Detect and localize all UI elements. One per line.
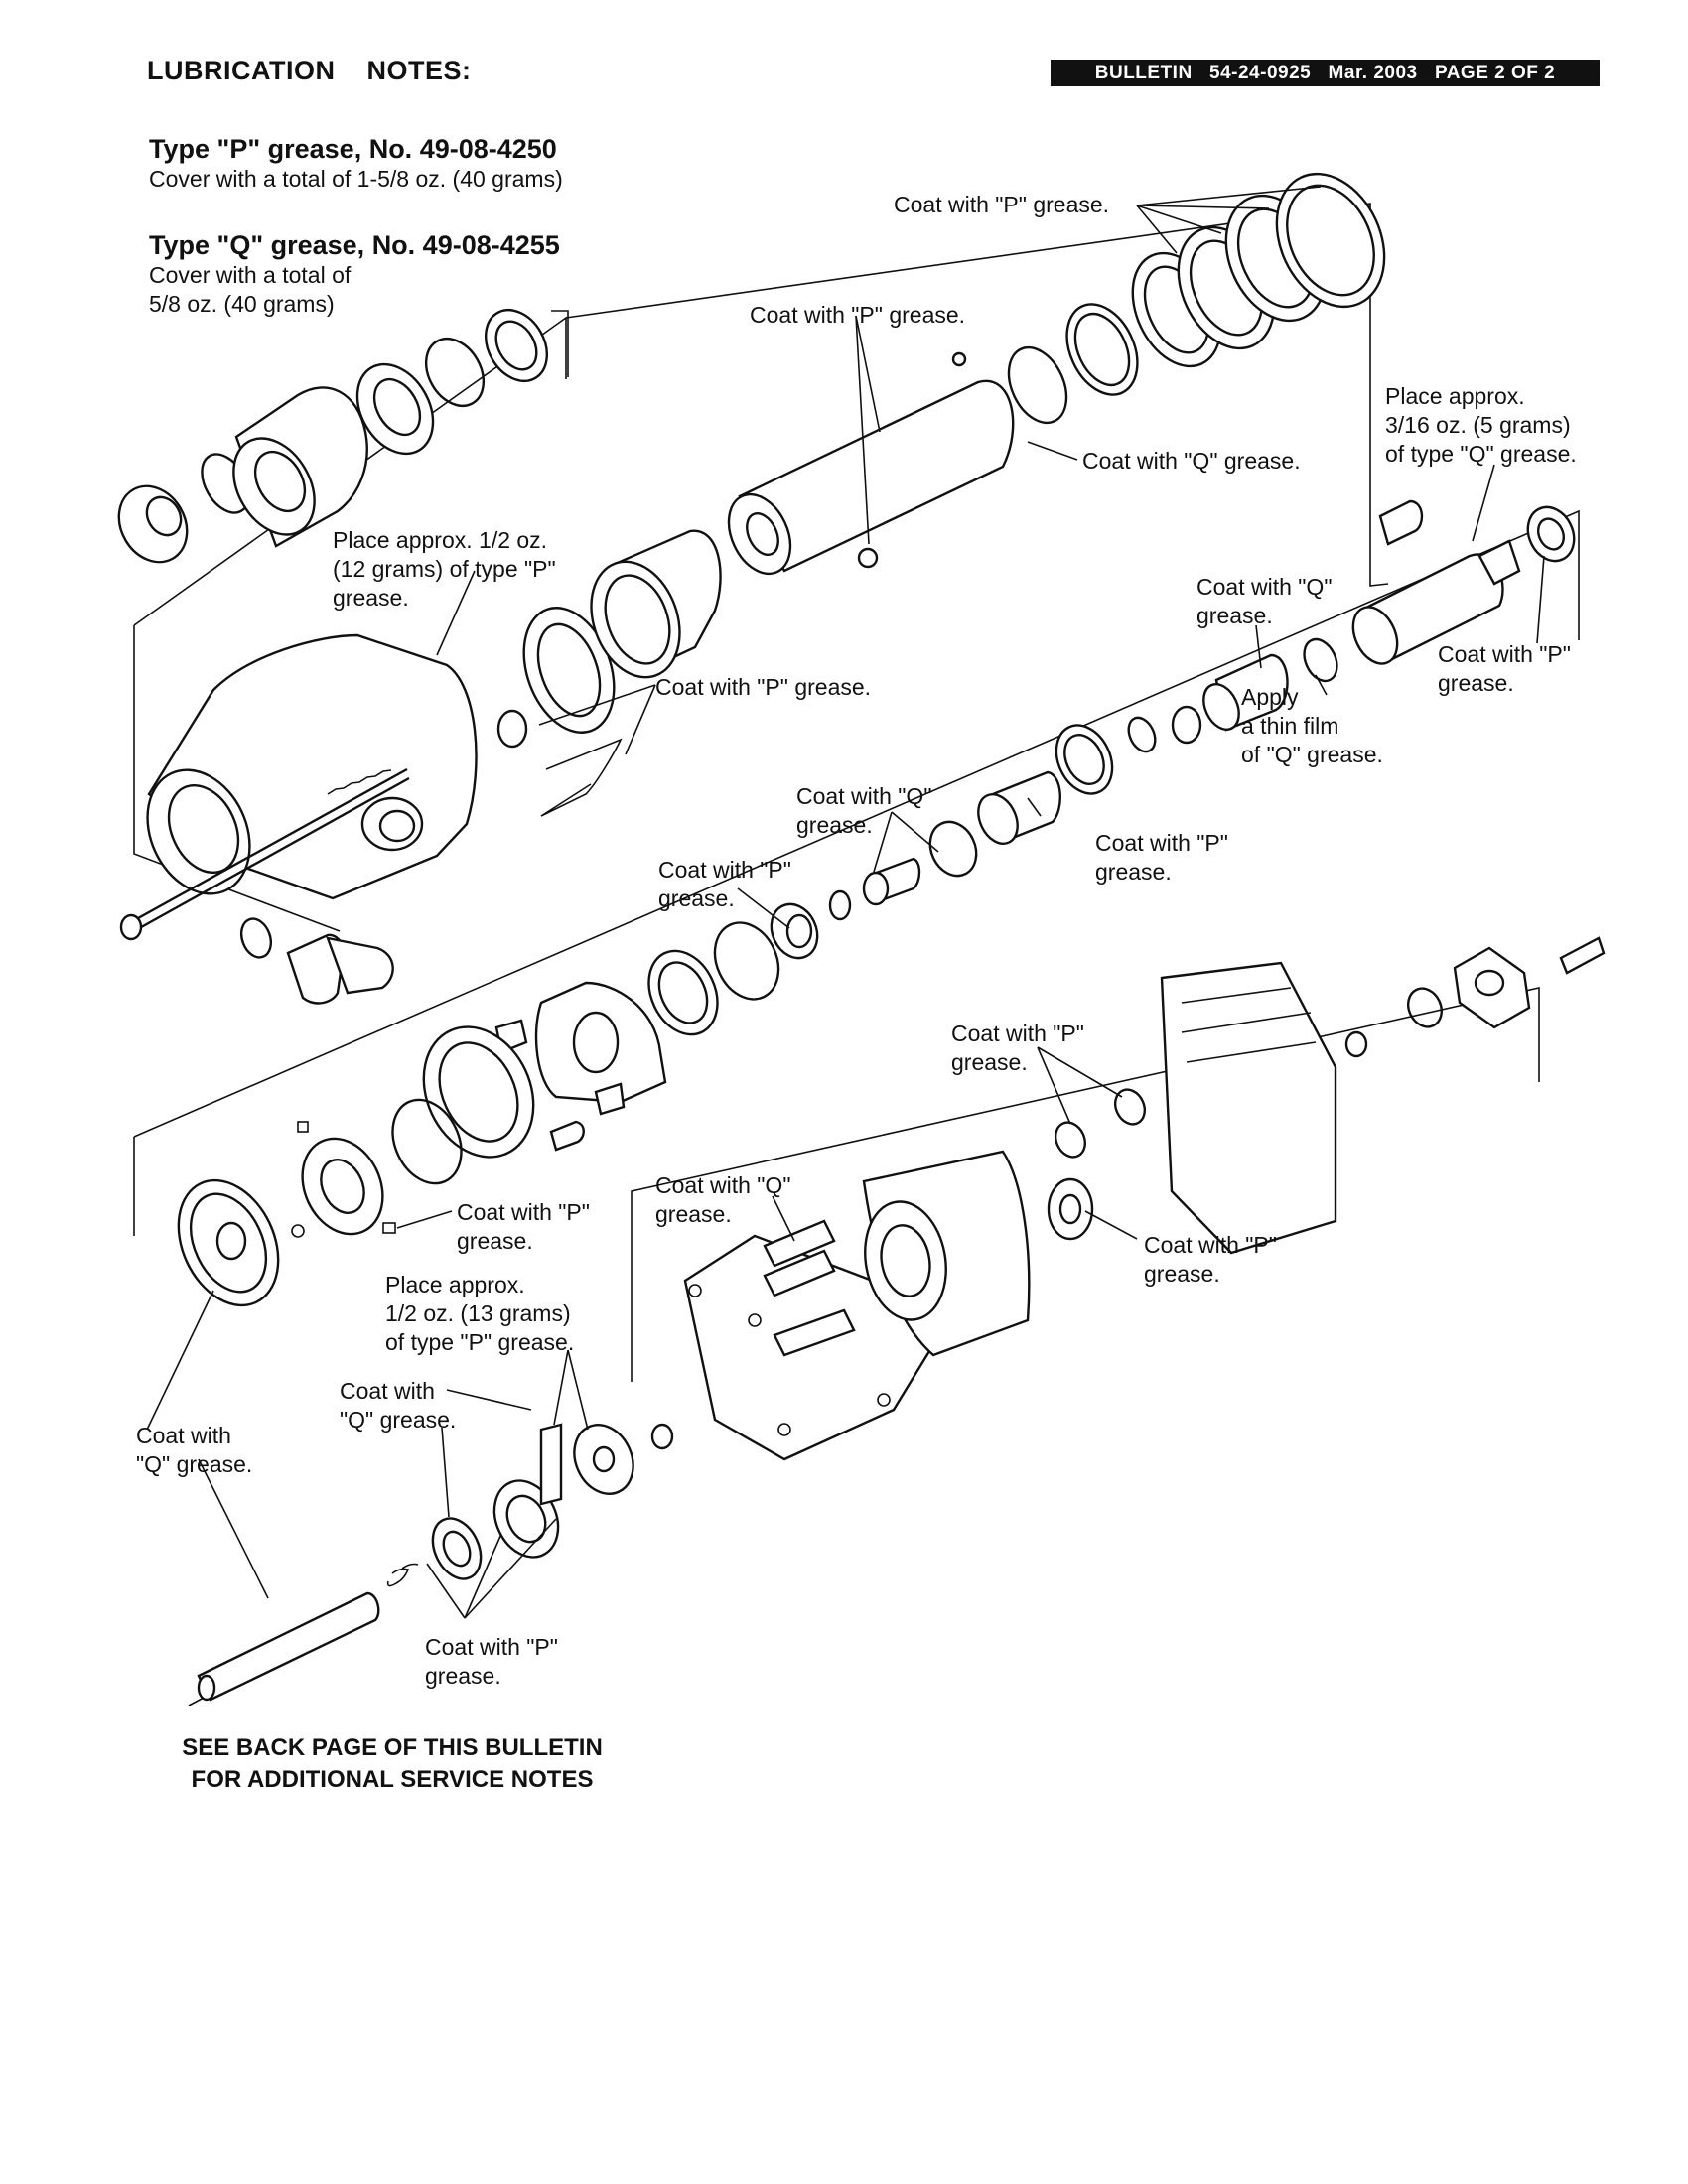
bulletin-badge: BULLETIN 54-24-0925 Mar. 2003 PAGE 2 OF … — [1051, 60, 1600, 86]
callout-needle-bearing: Coat with "P" grease. — [655, 674, 872, 700]
spindle-barrel — [496, 303, 1139, 817]
callout-ram-q: Coat with "Q" grease. — [1196, 574, 1333, 628]
callout-spindle-q: Coat with "Q" grease. — [136, 1423, 253, 1477]
spindle-group — [188, 1423, 674, 1706]
gear-housing — [119, 633, 478, 1005]
callout-striker-q: Coat with "Q" grease. — [796, 783, 932, 838]
callout-ring-stack: Coat with "P" grease. — [894, 192, 1110, 217]
footer-line-1: SEE BACK PAGE OF THIS BULLETIN — [182, 1734, 603, 1761]
motor-group — [683, 936, 1606, 1461]
piston-group — [1127, 499, 1576, 753]
callout-clutch-plate-p: Coat with "P" grease. — [457, 1199, 590, 1254]
callout-barrel-body: Coat with "Q" grease. — [1082, 448, 1301, 474]
callout-bearings-p: Coat with "P" grease. — [951, 1021, 1084, 1075]
callout-gear-grease: Place approx. 1/2 oz. (13 grams) of type… — [385, 1272, 575, 1355]
grease-type-q-desc-line-1: Cover with a total of — [149, 262, 352, 288]
callout-clutch-q: Coat with "Q" grease. — [340, 1378, 457, 1433]
callout-piston-p: Coat with "P" grease. — [1438, 641, 1571, 696]
footer-line-2: FOR ADDITIONAL SERVICE NOTES — [191, 1766, 594, 1793]
hammer-group — [647, 724, 1114, 1036]
callout-spring-p: Coat with "P" grease. — [425, 1634, 558, 1689]
grease-type-q-desc-line-2: 5/8 oz. (40 grams) — [149, 291, 335, 317]
grease-type-p-title: Type "P" grease, No. 49-08-4250 — [149, 134, 557, 164]
callout-sleeve-p: Coat with "P" grease. — [1095, 830, 1228, 885]
callout-ball-bearing-p: Coat with "P" grease. — [1144, 1232, 1277, 1287]
callout-thin-film: Apply a thin film of "Q" grease. — [1241, 684, 1383, 767]
callout-piston-grease: Place approx. 3/16 oz. (5 grams) of type… — [1385, 383, 1577, 467]
grease-type-p-desc: Cover with a total of 1-5/8 oz. (40 gram… — [149, 166, 563, 192]
leader-lines — [146, 186, 1545, 1619]
page-title: LUBRICATION NOTES: — [147, 56, 472, 85]
section-outlines — [133, 203, 1580, 1382]
callout-barrel-pins: Coat with "P" grease. — [750, 302, 966, 328]
grease-type-q: Type "Q" grease, No. 49-08-4255 Cover wi… — [149, 230, 560, 319]
grease-type-q-title: Type "Q" grease, No. 49-08-4255 — [149, 230, 560, 260]
grease-type-p: Type "P" grease, No. 49-08-4250 Cover wi… — [149, 134, 563, 194]
callout-washer-p: Coat with "P" grease. — [658, 857, 791, 911]
nose-assembly-parts — [117, 309, 549, 564]
ring-stack — [1131, 172, 1386, 368]
callout-housing-grease: Place approx. 1/2 oz. (12 grams) of type… — [333, 527, 556, 611]
footer-note: SEE BACK PAGE OF THIS BULLETIN FOR ADDIT… — [119, 1732, 665, 1796]
callout-armature-q: Coat with "Q" grease. — [655, 1172, 791, 1227]
clutch-gear-group — [177, 981, 667, 1307]
